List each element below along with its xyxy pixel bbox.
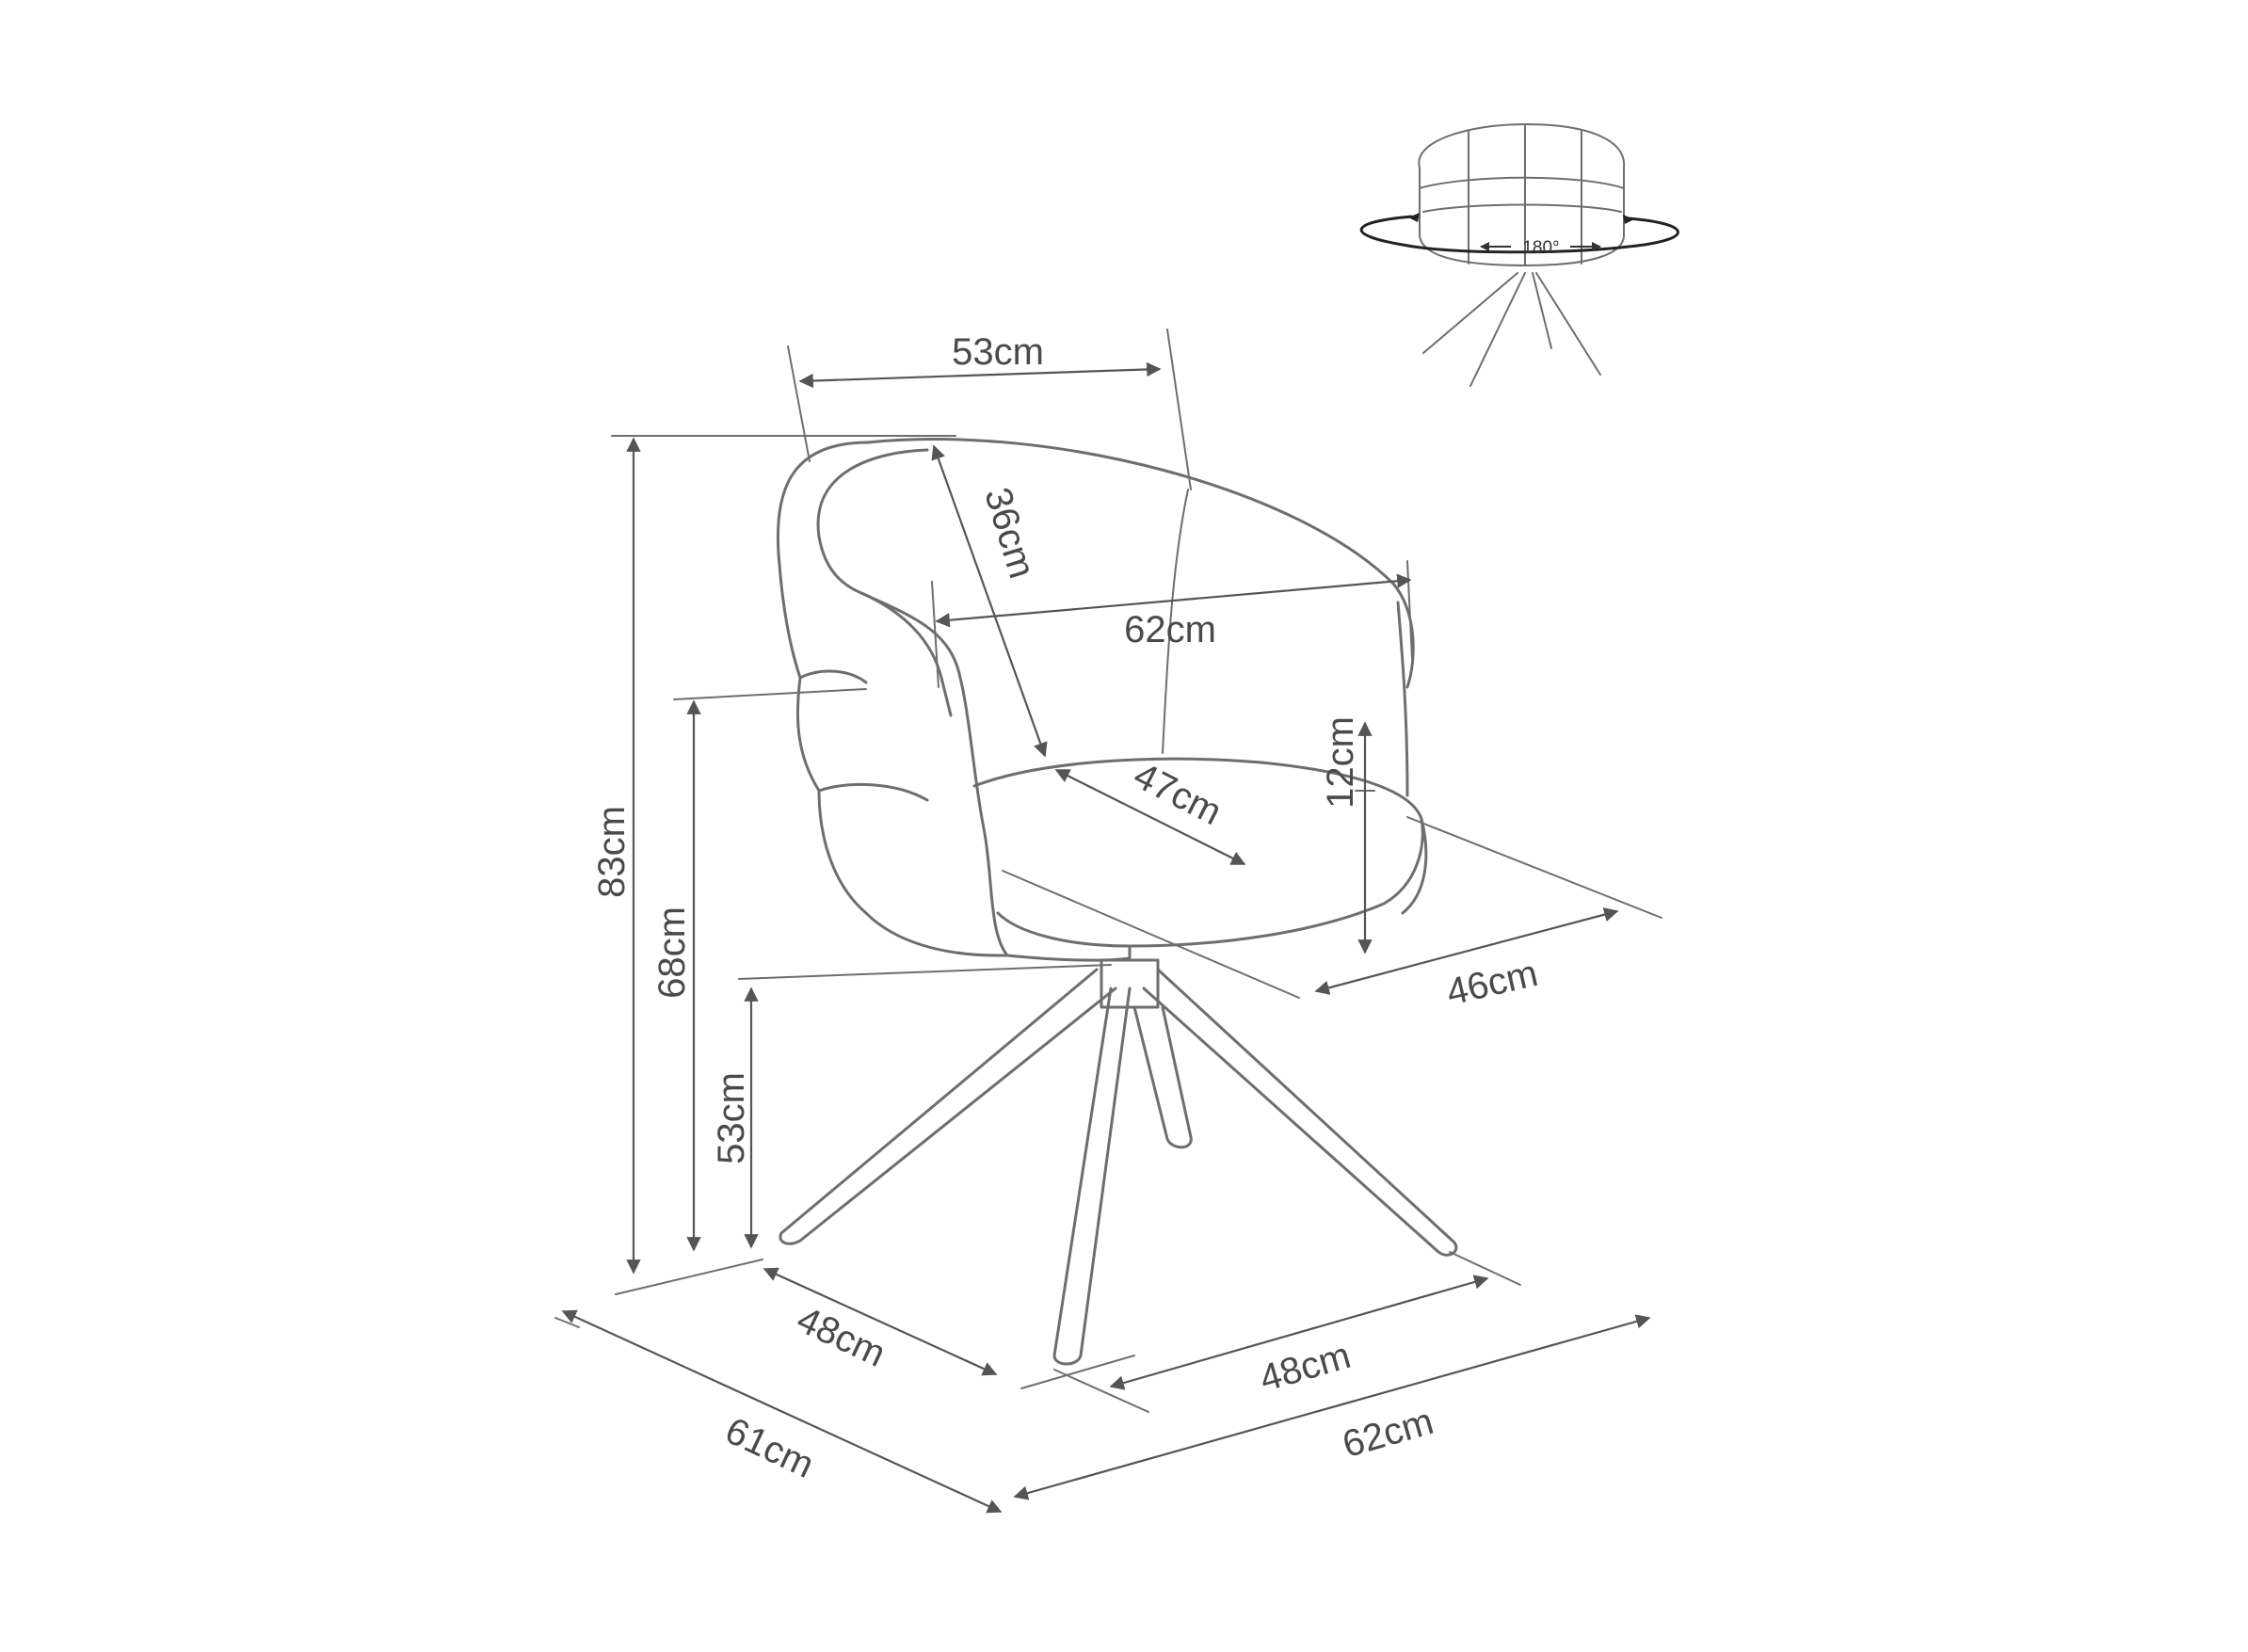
- dim-total-width: [1013, 1314, 1651, 1500]
- dimension-lines: [554, 329, 1662, 1514]
- rotation-inset: 180°: [1359, 122, 1679, 387]
- backrest-outline: [776, 441, 1009, 957]
- dimension-labels: 53cm 36cm 62cm 47cm 12cm 46cm 83cm 68cm …: [591, 331, 1542, 1486]
- dim-width-top: [798, 361, 1162, 389]
- label-armrest-height: 68cm: [651, 906, 693, 999]
- label-back-depth: 36cm: [976, 483, 1043, 583]
- dim-seat-width: [1314, 907, 1619, 995]
- leg-front-center: [1052, 986, 1132, 1366]
- label-seat-thickness: 12cm: [1320, 716, 1361, 809]
- ext-61: [554, 1317, 580, 1328]
- ext-floor: [615, 1259, 763, 1295]
- inset-leg-3: [1532, 272, 1552, 349]
- label-total-height: 83cm: [591, 806, 633, 898]
- dim-seat-depth: [1054, 769, 1246, 865]
- label-seat-depth: 47cm: [1127, 755, 1228, 834]
- rotation-label: 180°: [1522, 238, 1559, 258]
- inset-leg-4: [1535, 272, 1601, 376]
- inset-leg-1: [1422, 272, 1518, 354]
- inset-seam-1: [1419, 176, 1625, 189]
- rotation-ring: [1359, 215, 1679, 254]
- rotation-arrow-left: [1408, 213, 1420, 222]
- seat-base: [1005, 944, 1132, 962]
- ext-base-right: [1053, 1369, 1149, 1413]
- ext-seat-right: [1406, 816, 1662, 919]
- dim-armrest-width: [935, 573, 1412, 628]
- backrest-top-curve: [866, 438, 1415, 689]
- armrest-right: [1396, 601, 1409, 797]
- backrest-inner-line: [816, 448, 1009, 957]
- leg-front-left: [779, 968, 1117, 1245]
- leg-back: [1132, 1005, 1193, 1149]
- inset-backrest: [1418, 122, 1626, 267]
- leg-front-right: [1142, 968, 1458, 1257]
- dim-total-depth: [561, 1309, 1003, 1514]
- ext-seat-front: [1002, 870, 1300, 999]
- ext-seat: [738, 964, 1112, 980]
- label-armrest-width: 62cm: [1124, 609, 1216, 650]
- label-total-width: 62cm: [1338, 1401, 1437, 1466]
- label-base-left: 48cm: [791, 1299, 891, 1375]
- ext-width-left: [787, 345, 811, 462]
- label-width-top: 53cm: [952, 331, 1044, 373]
- chair-drawing: [776, 438, 1458, 1366]
- seat-front-edge: [1401, 817, 1428, 915]
- ext-armrest: [673, 688, 867, 700]
- ext-base-far: [1449, 1251, 1521, 1286]
- rotation-arrow-right: [1623, 215, 1634, 224]
- inset-leg-2: [1469, 272, 1526, 387]
- backrest-seam-2: [817, 782, 929, 802]
- seat-top: [972, 757, 1424, 948]
- ext-width-right: [1166, 329, 1192, 490]
- swivel-column: [1100, 958, 1160, 1009]
- inset-seam-2: [1422, 203, 1622, 213]
- label-base-right: 48cm: [1255, 1335, 1355, 1400]
- label-seat-width: 46cm: [1442, 953, 1541, 1014]
- label-seat-height: 53cm: [711, 1072, 752, 1164]
- backrest-seam-1: [798, 669, 868, 684]
